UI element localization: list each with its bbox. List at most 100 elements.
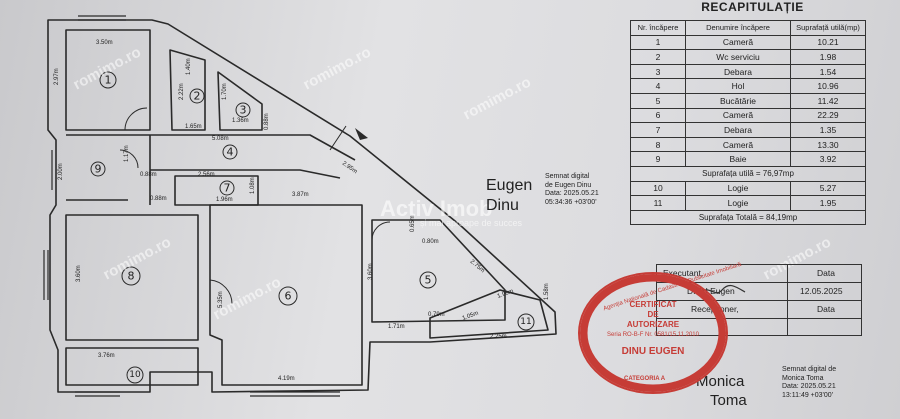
- wall-room-8: [65, 214, 199, 341]
- signature-meta-line: Monica Toma: [782, 374, 824, 382]
- dim-label: 5.35m: [218, 291, 224, 308]
- dim-label: 1.05m: [462, 311, 480, 322]
- signature-name-line: Toma: [710, 392, 747, 409]
- dim-label: 3.76m: [98, 353, 115, 359]
- cell: Logie: [685, 180, 791, 197]
- signature-monica-name: Monica Toma: [696, 372, 747, 410]
- cell: Cameră: [685, 34, 791, 51]
- room-10-marker: [126, 366, 144, 384]
- cell: 22.29: [790, 107, 866, 124]
- cell: 1.54: [790, 63, 866, 80]
- room-2-number: 2: [194, 90, 201, 103]
- wall-room-5: [371, 219, 506, 323]
- cell: 9: [630, 151, 686, 167]
- signature-meta-line: Data: 2025.05.21: [545, 190, 599, 197]
- dim-label: 0.88m: [264, 113, 270, 130]
- stamp-line: AUTORIZARE: [626, 320, 680, 329]
- dim-label: 0.88m: [140, 172, 157, 178]
- cell: 4: [630, 78, 686, 94]
- cell: 11: [630, 195, 686, 211]
- entrance-arrow: [355, 128, 368, 140]
- dim-label: 2.97m: [54, 68, 60, 85]
- dim-label: 4.19m: [278, 376, 295, 382]
- dim-label: 0.65m: [410, 215, 416, 232]
- room-11-marker: [517, 313, 535, 331]
- cell: Debara: [685, 122, 791, 138]
- certification-stamp: Agenția Națională de Cadastru și Publici…: [578, 262, 742, 394]
- dim-label: 1.98m: [497, 289, 515, 300]
- room-1-number: 1: [105, 74, 112, 87]
- cell: Debara: [685, 63, 791, 80]
- room-7-marker: [219, 180, 235, 196]
- wall-room-6: [209, 204, 363, 386]
- dim-label: 1.65m: [185, 124, 202, 130]
- room-5-marker: [419, 271, 437, 289]
- room-6-number: 6: [285, 290, 292, 303]
- cell: Wc serviciu: [685, 49, 791, 65]
- recap-title: RECAPITULAȚIE: [701, 0, 804, 14]
- cell: Cameră: [685, 136, 791, 153]
- cell: 5.27: [790, 180, 866, 197]
- wall-room-3: [217, 71, 263, 131]
- cell: 1: [630, 34, 686, 51]
- cell: 2: [630, 49, 686, 65]
- door-room-1: [124, 107, 148, 131]
- recap-header-row: Nr. încăpere Denumire încăpere Suprafață…: [630, 20, 866, 36]
- signature-meta-line: Data: 2025.05.21: [782, 383, 836, 390]
- dim-label: 0.80m: [422, 239, 439, 245]
- cell: 10.96: [790, 78, 866, 94]
- door-entrance: [329, 125, 347, 151]
- room-7-number: 7: [224, 182, 231, 195]
- door-room-9: [119, 149, 139, 169]
- signature-eugen-meta: Semnat digital de Eugen Dinu Data: 2025.…: [545, 173, 599, 207]
- dim-label: 3.87m: [292, 192, 309, 198]
- dim-label: 5.08m: [212, 136, 229, 142]
- room-5-number: 5: [425, 274, 432, 287]
- exterior-wall: [47, 19, 557, 393]
- dim-label: 1.17m: [124, 145, 130, 162]
- room-4-marker: [222, 144, 238, 160]
- room-3-marker: [235, 102, 251, 118]
- cell: 10.21: [790, 34, 866, 51]
- signature-meta-line: 13:11:49 +03'00': [782, 391, 834, 399]
- dim-label: 2.75m: [469, 259, 486, 274]
- dim-label: 3.60m: [368, 263, 374, 280]
- stamp-line: CERTIFICAT: [629, 300, 677, 309]
- watermark-center-sub: și mai aproape de succes: [420, 218, 523, 228]
- cell: Bucătărie: [685, 92, 791, 109]
- cell: Cameră: [685, 107, 791, 124]
- room-10-number: 10: [129, 370, 141, 380]
- executant-date: 12.05.2025: [800, 286, 843, 296]
- cell: 6: [630, 107, 686, 124]
- cell: 1.95: [790, 195, 866, 211]
- window-top: [78, 15, 126, 21]
- watermark-center: Activ Imob: [380, 196, 493, 221]
- recap-table: Nr. încăpere Denumire încăpere Suprafață…: [630, 20, 866, 226]
- room-11-number: 11: [520, 317, 531, 327]
- dim-label: 2.00m: [58, 163, 64, 180]
- cell: 11.42: [790, 92, 866, 109]
- util-total: Suprafața utilă = 76,97mp: [630, 165, 866, 182]
- cell: 7: [630, 122, 686, 138]
- window-bottom-6: [250, 391, 340, 397]
- dim-label: 0.79m: [428, 312, 445, 318]
- door-room-5: [371, 221, 391, 241]
- signature-meta-line: Semnat digital: [545, 173, 590, 180]
- cell: 13.30: [790, 136, 866, 153]
- cell: 1.98: [790, 49, 866, 65]
- dim-label: 3.50m: [96, 40, 113, 46]
- grand-total-row: Suprafața Totală = 84,19mp: [630, 209, 866, 226]
- room-9-number: 9: [95, 163, 102, 176]
- room-4-number: 4: [227, 146, 234, 159]
- date-label: Data: [817, 268, 835, 278]
- dim-label: 1.58m: [544, 283, 550, 300]
- dim-label: 1.36m: [232, 118, 249, 124]
- cell: 3: [630, 63, 686, 80]
- dim-label: 1.08m: [250, 177, 256, 194]
